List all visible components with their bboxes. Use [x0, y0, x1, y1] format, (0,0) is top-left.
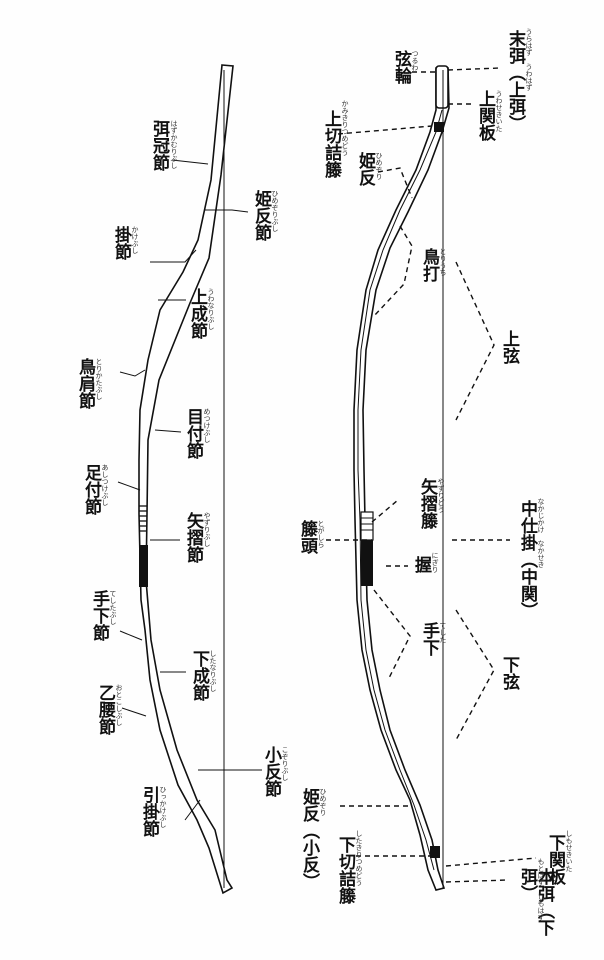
right-bow-yazuri-wrap: [360, 511, 374, 541]
left-bow-node-ticks: [117, 159, 262, 821]
ruby-uraharu: うらはず うわはず: [525, 28, 533, 91]
ruby-kamikiri-tsumedo: かみきりつめどう: [341, 100, 349, 156]
ruby-shimokiri-tsumedo: したきりつめどう: [355, 830, 363, 886]
ruby-togashira: とがしら: [317, 520, 325, 548]
label-yazuri-do: 矢摺籐: [417, 478, 437, 529]
ruby-hazu-kashira-bushi: はずかむりぶし: [170, 120, 178, 169]
right-bow-inner-line: [357, 109, 443, 871]
label-hikkake-bushi: 引掛節: [139, 786, 159, 837]
label-himezori: 姫反: [355, 152, 375, 186]
ruby-uwaseki-ita: うわせきいた: [495, 90, 503, 132]
ruby-teshita: てした: [439, 622, 447, 643]
label-teshita-bushi: 手下節: [89, 590, 109, 641]
left-bow-yazuri-rattan: [139, 505, 147, 532]
right-bow-yazuri-stripes: [361, 517, 373, 531]
ruby-hikkake-bushi: ひっかけぶし: [159, 786, 167, 828]
ruby-uwanari-bushi: うわなりぶし: [207, 288, 215, 330]
ruby-nigiri: にぎり: [431, 552, 439, 573]
ruby-himezori-kozori: ひめぞり: [319, 788, 327, 816]
ruby-torikata-bushi: とりかたぶし: [95, 358, 103, 400]
label-uwaseki-ita: 上関板: [475, 90, 495, 141]
ruby-metsuke-bushi: めつけぶし: [203, 408, 211, 443]
ruby-himezori-bushi: ひめぞりぶし: [271, 190, 279, 232]
label-togashira: 籐頭: [297, 520, 317, 554]
label-uwa-gen: 上弦: [499, 330, 519, 364]
ruby-shitaseki-ita: しもせきいた: [565, 830, 573, 872]
left-bow-grip: [139, 545, 148, 587]
left-bow-outer-edge: [138, 64, 234, 895]
label-tsuruwa: 弦輪: [391, 50, 411, 84]
ruby-kake-bushi: かけぶし: [131, 226, 139, 254]
label-kake-bushi: 掛節: [111, 226, 131, 260]
label-ashitsuke-bushi: 足付節: [81, 464, 101, 515]
label-kamikiri-tsumedo: 上切詰籐: [321, 110, 341, 178]
right-bow-outer-edge: [353, 67, 450, 891]
label-otokoshi-bushi: 乙腰節: [95, 684, 115, 735]
label-nakajikake: 中仕掛（中関）: [517, 500, 537, 619]
ruby-kozori-bushi: こぞりぶし: [281, 746, 289, 781]
label-motohazu: 本弭（下弭）: [517, 868, 554, 936]
ruby-tsuruwa: つるわ: [411, 50, 419, 71]
label-kozori-bushi: 小反節: [261, 746, 281, 797]
label-teshita: 手下: [419, 622, 439, 656]
label-uwanari-bushi: 上成節: [187, 288, 207, 339]
right-bow-grip: [361, 540, 373, 586]
label-shimokiri-tsumedo: 下切詰籐: [335, 836, 355, 904]
label-himezori-bushi: 姫反節: [251, 190, 271, 241]
ruby-yazuri-do: やずりどう: [437, 478, 445, 513]
label-uraharu: 末弭（上弭）: [505, 30, 525, 132]
ruby-yazuri-bushi: やずりぶし: [203, 512, 211, 547]
label-metsuke-bushi: 目付節: [183, 408, 203, 459]
right-bow-shimokiri-wrap: [430, 846, 440, 858]
right-bow-leaders: [326, 67, 537, 883]
ruby-teshita-bushi: てしたぶし: [109, 590, 117, 625]
ruby-himezori: ひめぞり: [375, 152, 383, 180]
ruby-otokoshi-bushi: おとこしぶし: [115, 684, 123, 726]
label-shita-gen: 下弦: [499, 656, 519, 690]
label-shitanari-bushi: 下成節: [189, 650, 209, 701]
label-himezori-kozori: 姫反（小反）: [299, 788, 319, 890]
label-torikata-bushi: 鳥肩節: [75, 358, 95, 409]
right-bow-kamikiri-wrap: [434, 122, 444, 132]
ruby-ashitsuke-bushi: あしつけぶし: [101, 464, 109, 506]
right-bow-top-tip: [435, 65, 449, 109]
ruby-motohazu: もとはず しもはず: [537, 858, 545, 921]
label-shitaseki-ita: 下関板: [545, 834, 565, 885]
ruby-nakajikake: なかじかけ なかせき: [537, 498, 545, 568]
ruby-toriuchi: とりうち: [439, 248, 447, 276]
label-nigiri: 握: [411, 556, 431, 573]
label-yazuri-bushi: 矢摺節: [183, 512, 203, 563]
label-hazu-kashira-bushi: 弭冠節: [149, 120, 169, 171]
ruby-shitanari-bushi: したなりぶし: [209, 650, 217, 692]
label-toriuchi: 鳥打: [419, 248, 439, 282]
